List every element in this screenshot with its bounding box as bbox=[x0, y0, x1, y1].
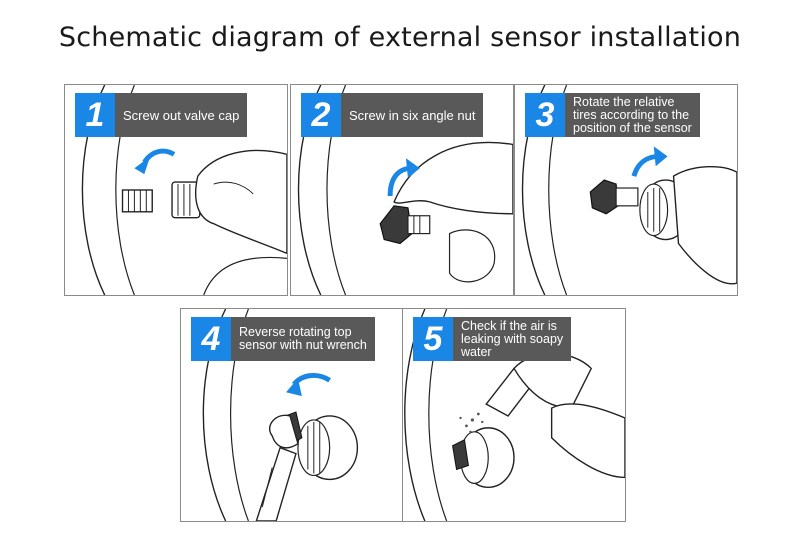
step-label-1: 1 Screw out valve cap bbox=[75, 93, 247, 137]
step-label-4: 4 Reverse rotating top sensor with nut w… bbox=[191, 317, 375, 361]
step-panel-2: 2 Screw in six angle nut bbox=[290, 84, 514, 296]
step-caption: Screw out valve cap bbox=[115, 93, 247, 137]
step-caption: Rotate the relative tires according to t… bbox=[565, 93, 700, 137]
step-caption: Screw in six angle nut bbox=[341, 93, 483, 137]
step-number-badge: 4 bbox=[191, 317, 231, 361]
step-number-badge: 3 bbox=[525, 93, 565, 137]
step-label-5: 5 Check if the air is leaking with soapy… bbox=[413, 317, 571, 361]
step-panel-3: 3 Rotate the relative tires according to… bbox=[514, 84, 738, 296]
step-panel-4: 4 Reverse rotating top sensor with nut w… bbox=[180, 308, 404, 522]
step-number-badge: 5 bbox=[413, 317, 453, 361]
step-panel-1: 1 Screw out valve cap bbox=[64, 84, 288, 296]
step-number-badge: 1 bbox=[75, 93, 115, 137]
step-caption: Check if the air is leaking with soapy w… bbox=[453, 317, 571, 361]
diagram-title: Schematic diagram of external sensor ins… bbox=[0, 22, 800, 53]
step-number-badge: 2 bbox=[301, 93, 341, 137]
step-caption: Reverse rotating top sensor with nut wre… bbox=[231, 317, 375, 361]
step-panel-5: 5 Check if the air is leaking with soapy… bbox=[402, 308, 626, 522]
step-label-2: 2 Screw in six angle nut bbox=[301, 93, 483, 137]
step-label-3: 3 Rotate the relative tires according to… bbox=[525, 93, 700, 137]
